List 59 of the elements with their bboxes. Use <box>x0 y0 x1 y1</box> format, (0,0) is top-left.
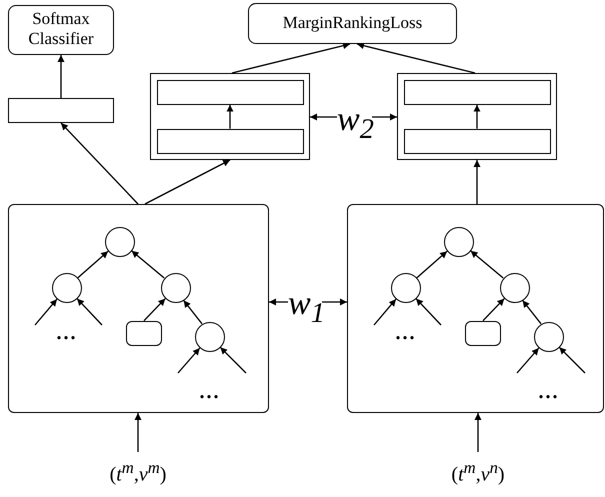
arrow <box>522 300 542 324</box>
arrow <box>416 250 448 278</box>
loss-box: MarginRankingLoss <box>248 3 457 44</box>
arrow <box>58 55 64 98</box>
layer-box <box>404 80 551 105</box>
tree-panel <box>347 204 604 413</box>
arrow <box>374 298 396 326</box>
arrow <box>470 250 504 278</box>
ellipsis-text: ... <box>56 323 78 343</box>
ellipsis-text: ... <box>396 323 416 343</box>
arrow <box>144 159 230 205</box>
tree-node-circle <box>194 322 225 352</box>
arrow <box>482 298 505 322</box>
ellipsis-text: ... <box>200 382 220 402</box>
layer-box <box>156 128 304 154</box>
arrow <box>134 413 142 452</box>
leaf-box <box>464 320 501 346</box>
tree-node-circle <box>534 322 564 352</box>
arrow <box>131 250 165 278</box>
arrow <box>144 298 166 322</box>
arrow <box>232 42 350 74</box>
tree-node-circle <box>390 272 421 303</box>
arrow <box>516 348 540 374</box>
arrow <box>76 298 102 326</box>
classifier-box: Softmax Classifier <box>8 5 114 55</box>
input-label: (t$^{m}$,v$^{m}$) <box>83 452 193 488</box>
tree-node-circle <box>444 226 474 257</box>
arrow <box>226 104 234 129</box>
ellipsis-text: ... <box>538 382 560 402</box>
input-label: (t$^{m}$,v$^{n}$) <box>423 452 533 488</box>
arrow <box>474 413 482 452</box>
tree-node-circle <box>160 272 191 303</box>
tree-panel <box>8 204 269 413</box>
arrow <box>60 122 138 204</box>
arrow <box>322 298 347 306</box>
arrow <box>416 298 442 326</box>
tree-node-circle <box>104 226 135 257</box>
arrow <box>356 42 476 74</box>
arrow <box>183 300 203 324</box>
arrow <box>220 346 246 374</box>
arrow <box>34 298 58 326</box>
tree-node-circle <box>500 272 530 303</box>
layer-box <box>156 80 304 105</box>
arrow <box>77 250 109 278</box>
layer-block <box>150 73 310 160</box>
arrow <box>474 104 480 129</box>
layer-block <box>397 73 557 160</box>
leaf-box <box>126 320 162 346</box>
layer-box <box>404 128 551 154</box>
arrow <box>178 348 200 374</box>
tree-node-circle <box>52 272 82 303</box>
arrow <box>558 346 586 374</box>
arrow <box>372 114 397 120</box>
layer-box <box>8 98 114 123</box>
arrow <box>269 298 288 306</box>
arrow <box>310 114 337 120</box>
weight-label: w$_{2}$ <box>337 100 372 136</box>
arrow <box>474 160 480 204</box>
weight-label: w$_{1}$ <box>288 284 322 320</box>
